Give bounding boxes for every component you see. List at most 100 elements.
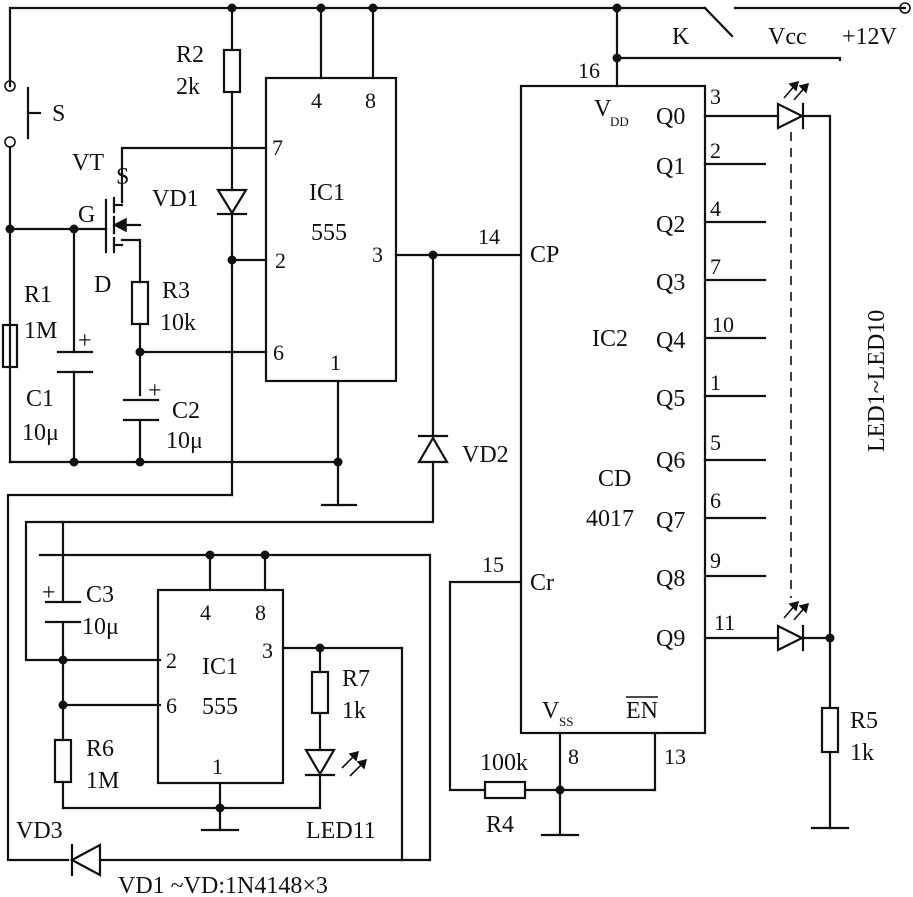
ic2-q6-label: Q6 xyxy=(656,448,685,474)
ic2-q4-label: Q4 xyxy=(656,328,685,354)
ic2-q8-pin: 9 xyxy=(710,548,721,573)
ic1-bottom-pin8: 8 xyxy=(255,600,266,625)
led-led10 xyxy=(776,600,810,652)
switch-k-label: K xyxy=(672,24,690,50)
ic1-top-pin4: 4 xyxy=(311,88,322,113)
transistor-vt: VT S G D xyxy=(72,150,142,298)
ic2-q3-pin: 7 xyxy=(710,254,721,279)
ic1-bottom-pin6: 6 xyxy=(166,693,177,718)
resistor-r7: R7 1k xyxy=(310,666,370,724)
r1-label: R1 xyxy=(24,282,52,308)
ic2-q0-pin: 3 xyxy=(710,84,721,109)
vcc-label: Vcc xyxy=(768,24,807,50)
ic2-q2-label: Q2 xyxy=(656,212,685,238)
r4-label: R4 xyxy=(486,812,514,838)
capacitor-c1: + C1 10μ xyxy=(22,328,94,446)
resistor-r4: 100k R4 xyxy=(480,750,528,838)
power-supply: Vcc +12V xyxy=(768,2,911,50)
junction-dots xyxy=(5,3,835,813)
ic2-pin-cr: 15 xyxy=(482,552,504,577)
ic2-q8-label: Q8 xyxy=(656,566,685,592)
ic2-name: IC2 xyxy=(592,326,628,352)
ic1-top-pin2: 2 xyxy=(275,248,286,273)
r2-value: 2k xyxy=(176,74,200,100)
ic2-q6-pin: 5 xyxy=(710,430,721,455)
ic2-q0-label: Q0 xyxy=(656,104,685,130)
ic2-pin-vdd: 16 xyxy=(578,58,600,83)
ic2-part-line1: CD xyxy=(598,466,631,492)
resistor-r5: R5 1k xyxy=(820,706,878,766)
ic2-cd4017: 16 V DD 14 CP 15 Cr V SS 8 EN 13 IC2 CD … xyxy=(478,58,735,769)
ic1-bottom-pin1: 1 xyxy=(212,754,223,779)
ic2-vdd-label: V xyxy=(594,96,612,122)
ic2-q1-label: Q1 xyxy=(656,154,685,180)
ic2-q3-label: Q3 xyxy=(656,270,685,296)
ic1-top: 4 8 7 2 6 3 1 IC1 555 xyxy=(264,76,398,383)
ic2-vdd-sub: DD xyxy=(610,114,629,129)
switch-s: S xyxy=(4,80,65,148)
ic2-q7-pin: 6 xyxy=(710,488,721,513)
ic2-pin-cp: 14 xyxy=(478,224,500,249)
led11-label: LED11 xyxy=(306,818,376,844)
wires xyxy=(6,6,907,862)
vd1-label: VD1 xyxy=(152,186,199,212)
diode-vd2: VD2 xyxy=(417,434,509,468)
ic2-part-line2: 4017 xyxy=(586,506,634,532)
ic2-pin-vss: 8 xyxy=(568,744,579,769)
ic2-en-label: EN xyxy=(626,698,658,724)
r5-value: 1k xyxy=(850,740,874,766)
vcc-voltage: +12V xyxy=(842,24,898,50)
capacitor-c2: + C2 10μ xyxy=(122,378,203,454)
c2-plus: + xyxy=(148,378,162,404)
r7-value: 1k xyxy=(342,698,366,724)
ic1-bottom: 4 8 2 6 3 1 IC1 555 xyxy=(156,588,285,785)
ground-symbols xyxy=(200,503,850,837)
ic2-cp-label: CP xyxy=(530,242,559,268)
r6-label: R6 xyxy=(86,736,114,762)
led-range-label: LED1~LED10 xyxy=(864,310,890,452)
r6-value: 1M xyxy=(86,768,119,794)
transistor-source-label: S xyxy=(116,164,129,190)
vd3-label: VD3 xyxy=(16,818,63,844)
r5-label: R5 xyxy=(850,708,878,734)
vd2-label: VD2 xyxy=(462,442,509,468)
ic2-vss-label: V xyxy=(542,698,560,724)
ic2-pin-en: 13 xyxy=(664,744,686,769)
ic1-top-pin6: 6 xyxy=(273,340,284,365)
diode-vd3: VD3 xyxy=(16,818,102,877)
c3-value: 10μ xyxy=(82,614,119,640)
r3-label: R3 xyxy=(162,278,190,304)
ic1-bottom-pin2: 2 xyxy=(166,648,177,673)
ic1-top-pin7: 7 xyxy=(272,135,283,160)
ic1-top-name: IC1 xyxy=(309,180,345,206)
ic1-bottom-name: IC1 xyxy=(202,654,238,680)
resistor-r1: R1 1M xyxy=(1,282,57,369)
ic2-q2-pin: 4 xyxy=(710,196,721,221)
ic1-bottom-type: 555 xyxy=(202,694,238,720)
ic1-bottom-pin4: 4 xyxy=(200,600,211,625)
ic1-top-pin3: 3 xyxy=(372,242,383,267)
ic1-top-pin8: 8 xyxy=(365,88,376,113)
ic2-q4-pin: 10 xyxy=(712,312,734,337)
r3-value: 10k xyxy=(160,310,196,336)
ic2-vss-sub: SS xyxy=(559,714,573,729)
ic2-q1-pin: 2 xyxy=(710,138,721,163)
led-led11: LED11 xyxy=(304,748,376,844)
transistor-label: VT xyxy=(72,150,104,176)
c1-value: 10μ xyxy=(22,420,59,446)
r7-label: R7 xyxy=(342,666,370,692)
transistor-drain-label: D xyxy=(94,272,111,298)
ic2-q9-pin: 11 xyxy=(714,610,735,635)
ic2-q9-label: Q9 xyxy=(656,626,685,652)
transistor-gate-label: G xyxy=(78,202,95,228)
ic1-bottom-pin3: 3 xyxy=(262,638,273,663)
footnote: VD1 ~VD:1N4148×3 xyxy=(118,873,328,897)
ic2-q5-pin: 1 xyxy=(710,370,721,395)
ic1-top-type: 555 xyxy=(311,220,347,246)
c1-plus: + xyxy=(78,328,92,354)
resistor-r2: R2 2k xyxy=(176,42,242,100)
ic2-q5-label: Q5 xyxy=(656,386,685,412)
diode-vd1: VD1 xyxy=(152,186,248,216)
r4-value: 100k xyxy=(480,750,528,776)
